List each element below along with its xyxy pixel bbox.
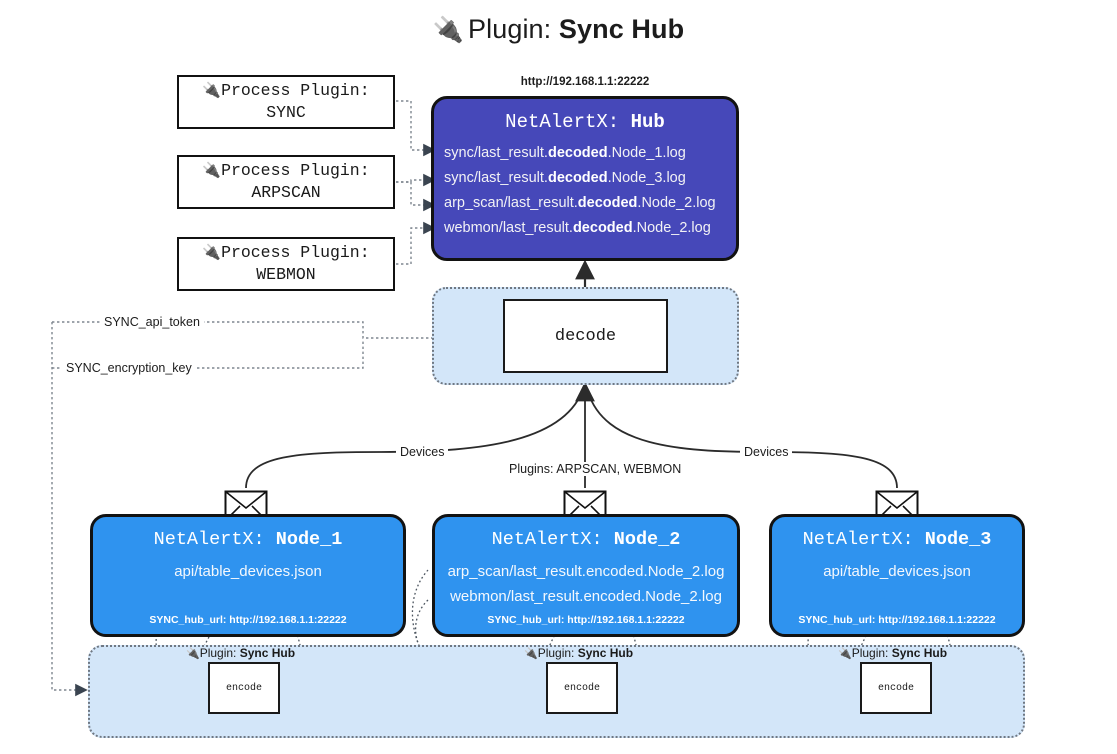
- node-hub-url-footer: SYNC_hub_url: http://192.168.1.1:22222: [487, 614, 685, 626]
- node-box-node2[interactable]: NetAlertX: Node_2 arp_scan/last_result.e…: [432, 514, 740, 637]
- node-hub-url-footer: SYNC_hub_url: http://192.168.1.1:22222: [798, 614, 996, 626]
- secret-label-api-token: SYNC_api_token: [100, 315, 204, 329]
- secret-label-encryption-key: SYNC_encryption_key: [62, 361, 196, 375]
- node-box-node3[interactable]: NetAlertX: Node_3 api/table_devices.json…: [769, 514, 1025, 637]
- hub-log-list: sync/last_result.decoded.Node_1.log sync…: [434, 141, 736, 241]
- hub-node[interactable]: NetAlertX: Hub sync/last_result.decoded.…: [431, 96, 739, 261]
- plug-icon: 🔌: [202, 81, 222, 100]
- encode-box-node3[interactable]: encode: [860, 662, 932, 714]
- edge-label-devices-right: Devices: [740, 445, 793, 459]
- node-title: NetAlertX: Node_2: [491, 529, 681, 550]
- title-prefix: Plugin:: [468, 14, 552, 44]
- process-plugin-box-sync[interactable]: 🔌Process Plugin: SYNC: [177, 75, 395, 129]
- node-hub-url-footer: SYNC_hub_url: http://192.168.1.1:22222: [149, 614, 347, 626]
- node-log-list: api/table_devices.json: [93, 560, 403, 585]
- page-title: 🔌Plugin: Sync Hub: [0, 14, 1117, 45]
- encode-box-node1[interactable]: encode: [208, 662, 280, 714]
- node-title: NetAlertX: Node_3: [802, 529, 992, 550]
- edge-label-devices-left: Devices: [396, 445, 449, 459]
- node-log-list: api/table_devices.json: [772, 560, 1022, 585]
- bottom-plugin-label-node2: 🔌Plugin: Sync Hub: [524, 646, 634, 660]
- node-log-item: api/table_devices.json: [823, 563, 971, 580]
- hub-title: NetAlertX: Hub: [434, 111, 736, 133]
- hub-log-item: webmon/last_result.decoded.Node_2.log: [444, 219, 711, 236]
- plug-icon: 🔌: [186, 648, 200, 660]
- hub-log-item: sync/last_result.decoded.Node_3.log: [444, 169, 686, 186]
- process-plugin-label: Process Plugin:: [221, 81, 370, 101]
- hub-log-item: sync/last_result.decoded.Node_1.log: [444, 145, 686, 161]
- hub-title-prefix: NetAlertX:: [505, 111, 620, 133]
- process-plugin-box-arpscan[interactable]: 🔌Process Plugin: ARPSCAN: [177, 155, 395, 209]
- process-plugin-label: Process Plugin:: [221, 161, 370, 181]
- process-plugin-label: Process Plugin:: [221, 243, 370, 263]
- edge-label-plugins-center: Plugins: ARPSCAN, WEBMON: [505, 462, 686, 476]
- node-log-item: api/table_devices.json: [174, 563, 322, 580]
- bottom-plugin-label-node3: 🔌Plugin: Sync Hub: [838, 646, 948, 660]
- process-plugin-box-webmon[interactable]: 🔌Process Plugin: WEBMON: [177, 237, 395, 291]
- process-plugin-name: WEBMON: [256, 265, 316, 284]
- encode-box-node2[interactable]: encode: [546, 662, 618, 714]
- node-log-item: arp_scan/last_result.encoded.Node_2.log: [447, 563, 725, 580]
- plug-icon: 🔌: [202, 161, 222, 180]
- node-box-node1[interactable]: NetAlertX: Node_1 api/table_devices.json…: [90, 514, 406, 637]
- plug-icon: 🔌: [838, 648, 852, 660]
- plug-icon: 🔌: [202, 243, 222, 262]
- hub-url-label: http://192.168.1.1:22222: [520, 76, 650, 88]
- node-title: NetAlertX: Node_1: [153, 529, 343, 550]
- hub-title-name: Hub: [630, 111, 665, 133]
- decode-box[interactable]: decode: [503, 299, 668, 373]
- plug-icon: 🔌: [432, 16, 465, 44]
- bottom-plugin-label-node1: 🔌Plugin: Sync Hub: [186, 646, 296, 660]
- node-log-list: arp_scan/last_result.encoded.Node_2.log …: [435, 560, 737, 610]
- process-plugin-name: ARPSCAN: [251, 183, 321, 202]
- plug-icon: 🔌: [524, 648, 538, 660]
- node-log-item: webmon/last_result.encoded.Node_2.log: [450, 587, 722, 605]
- title-name: Sync Hub: [558, 14, 685, 44]
- process-plugin-name: SYNC: [266, 103, 306, 122]
- hub-log-item: arp_scan/last_result.decoded.Node_2.log: [444, 194, 716, 211]
